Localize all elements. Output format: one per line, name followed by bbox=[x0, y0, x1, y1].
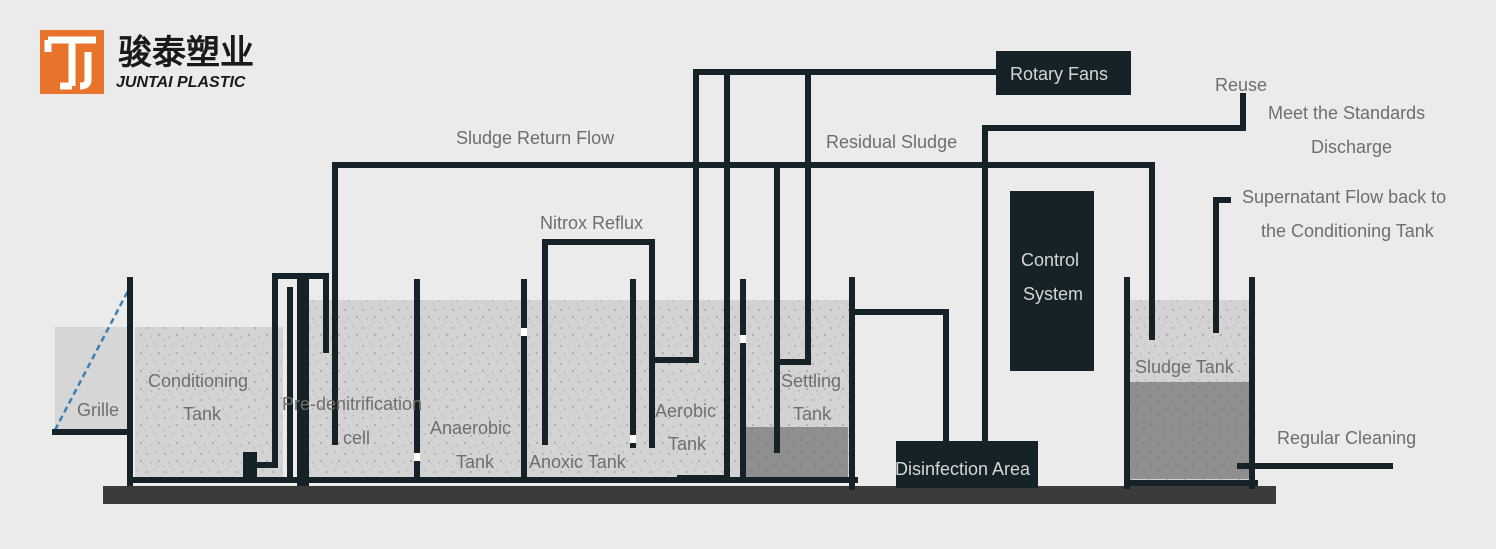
settling-label-2: Tank bbox=[793, 404, 832, 424]
grille-label: Grille bbox=[77, 400, 119, 420]
anoxic-label: Anoxic Tank bbox=[529, 452, 627, 472]
grille-water bbox=[55, 327, 130, 432]
grille-screen bbox=[53, 286, 132, 431]
residual-sludge-label: Residual Sludge bbox=[826, 132, 957, 152]
supernatant-pipe bbox=[1213, 197, 1231, 333]
nitrox-reflux-label: Nitrox Reflux bbox=[540, 213, 643, 233]
aerobic-label-2: Tank bbox=[668, 434, 707, 454]
rotary-fans-box bbox=[996, 51, 1131, 95]
disinfection-area-box bbox=[896, 441, 1038, 488]
rotary-fans-label: Rotary Fans bbox=[1010, 64, 1108, 84]
supernatant-label: Supernatant Flow back to bbox=[1242, 187, 1446, 207]
sludge-return-label: Sludge Return Flow bbox=[456, 128, 615, 148]
disinfection-label: Disinfection Area bbox=[895, 459, 1031, 479]
nitrox-reflux-pipe bbox=[542, 239, 655, 448]
settling-outflow-pipe bbox=[852, 309, 949, 448]
settling-label: Settling bbox=[781, 371, 841, 391]
aerobic-label: Aerobic bbox=[655, 401, 716, 421]
control-system-box bbox=[1010, 191, 1094, 371]
sludge-tank-sludge bbox=[1130, 382, 1250, 479]
anaerobic-label-2: Tank bbox=[456, 452, 495, 472]
anaerobic-label: Anaerobic bbox=[430, 418, 511, 438]
brand-name-cn: 骏泰塑业 bbox=[118, 34, 254, 72]
conditioning-label: Conditioning bbox=[148, 371, 248, 391]
sludge-tank-label: Sludge Tank bbox=[1135, 357, 1235, 377]
conditioning-tank-water bbox=[135, 327, 283, 479]
regular-cleaning-label: Regular Cleaning bbox=[1277, 428, 1416, 448]
conditioning-label-2: Tank bbox=[183, 404, 222, 424]
control-system-label: Control bbox=[1021, 250, 1079, 270]
ground-base bbox=[103, 486, 1276, 504]
feed-pipes bbox=[247, 273, 329, 483]
sludge-return-pipe bbox=[332, 162, 1155, 445]
meet-standards-label: Meet the Standards bbox=[1268, 103, 1425, 123]
reuse-label: Reuse bbox=[1215, 75, 1267, 95]
control-system-label-2: System bbox=[1023, 284, 1083, 304]
aeration-pipes bbox=[652, 69, 999, 481]
discharge-label: Discharge bbox=[1311, 137, 1392, 157]
predenitrification-label: Pre-denitrification bbox=[282, 394, 422, 414]
brand-name-en: JUNTAI PLASTIC bbox=[116, 74, 246, 91]
predenitrification-label-2: cell bbox=[343, 428, 370, 448]
supernatant-label-2: the Conditioning Tank bbox=[1261, 221, 1435, 241]
settling-sludge bbox=[745, 427, 848, 479]
reuse-pipe bbox=[982, 93, 1246, 448]
brand-logo: 骏泰塑业 JUNTAI PLASTIC bbox=[40, 30, 254, 94]
